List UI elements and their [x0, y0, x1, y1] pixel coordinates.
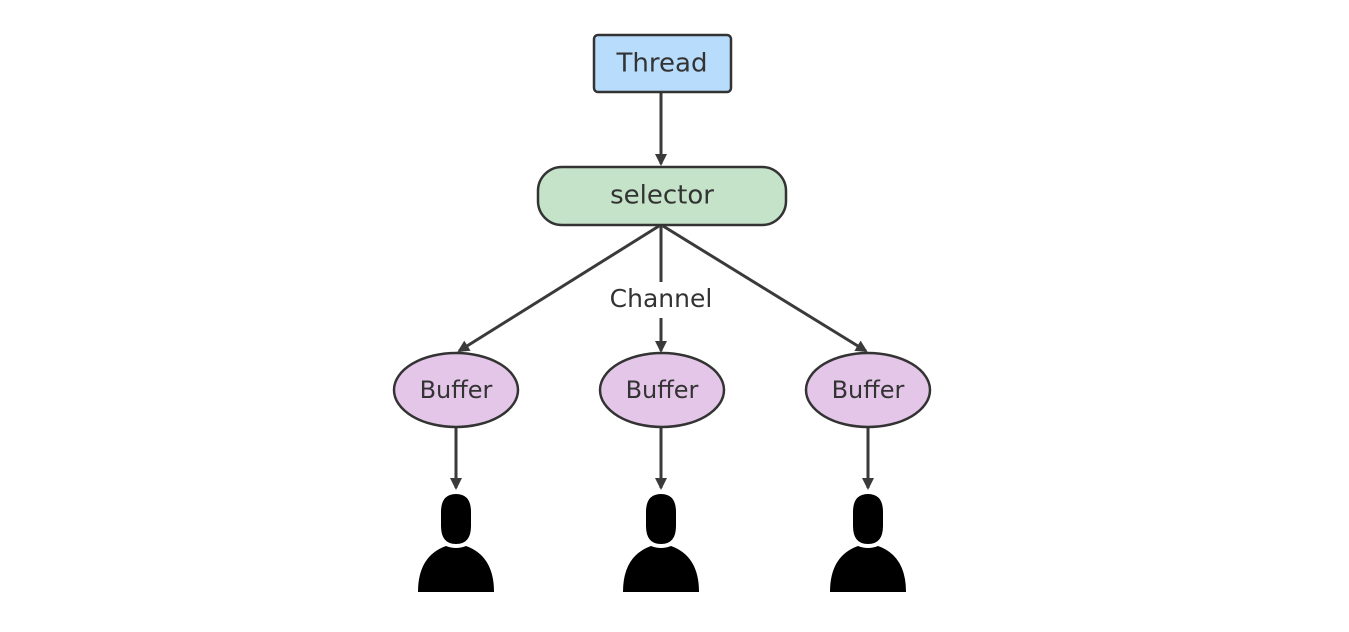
- buffer-node-1-ellipse: [392, 351, 520, 429]
- edge-selector-to-buffer-3: [662, 224, 868, 353]
- buffer-node-3: Buffer: [804, 351, 932, 429]
- thread-node: Thread: [592, 33, 733, 94]
- person-silhouette-icon: [623, 494, 699, 592]
- buffer-node-2-ellipse: [598, 351, 726, 429]
- person-silhouette-icon: [830, 494, 906, 592]
- edge-selector-to-buffer-1: [457, 224, 660, 353]
- buffer-node-1: Buffer: [392, 351, 520, 429]
- buffer-node-1-label: Buffer: [420, 376, 493, 404]
- selector-node: selector: [536, 165, 788, 227]
- selector-node-box: [536, 165, 788, 227]
- selector-node-label: selector: [610, 181, 714, 211]
- thread-node-label: Thread: [616, 49, 708, 79]
- person-silhouette-icon: [418, 494, 494, 592]
- buffer-node-2-label: Buffer: [626, 376, 699, 404]
- buffer-node-2: Buffer: [598, 351, 726, 429]
- channel-edge-label: Channel: [610, 284, 713, 313]
- thread-node-box: [592, 33, 733, 94]
- buffer-node-3-label: Buffer: [832, 376, 905, 404]
- buffer-node-3-ellipse: [804, 351, 932, 429]
